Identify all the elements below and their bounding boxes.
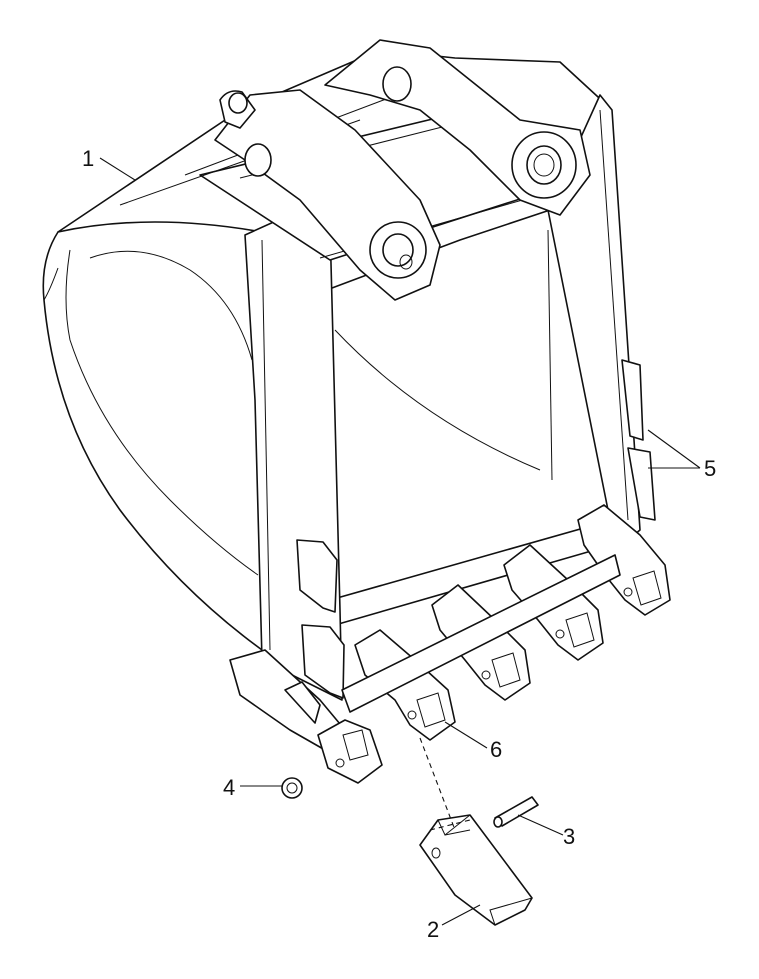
leader-lines <box>99 157 701 926</box>
callout-3: 3 <box>563 824 575 849</box>
adapter-1 <box>317 719 383 784</box>
callout-6: 6 <box>490 737 502 762</box>
callout-2: 2 <box>427 917 439 942</box>
pin-boss-right <box>511 131 577 199</box>
retaining-pin[interactable] <box>493 796 539 828</box>
pin-boss-center <box>369 221 427 279</box>
callout-4: 4 <box>223 775 235 800</box>
adapter-5 <box>577 504 671 616</box>
tooth-adapters[interactable] <box>317 504 671 784</box>
tooth-point[interactable] <box>419 814 533 926</box>
lock-washer[interactable] <box>281 777 303 799</box>
callout-1: 1 <box>82 146 94 171</box>
callout-5: 5 <box>704 456 716 481</box>
pin-boss-left <box>228 66 412 177</box>
